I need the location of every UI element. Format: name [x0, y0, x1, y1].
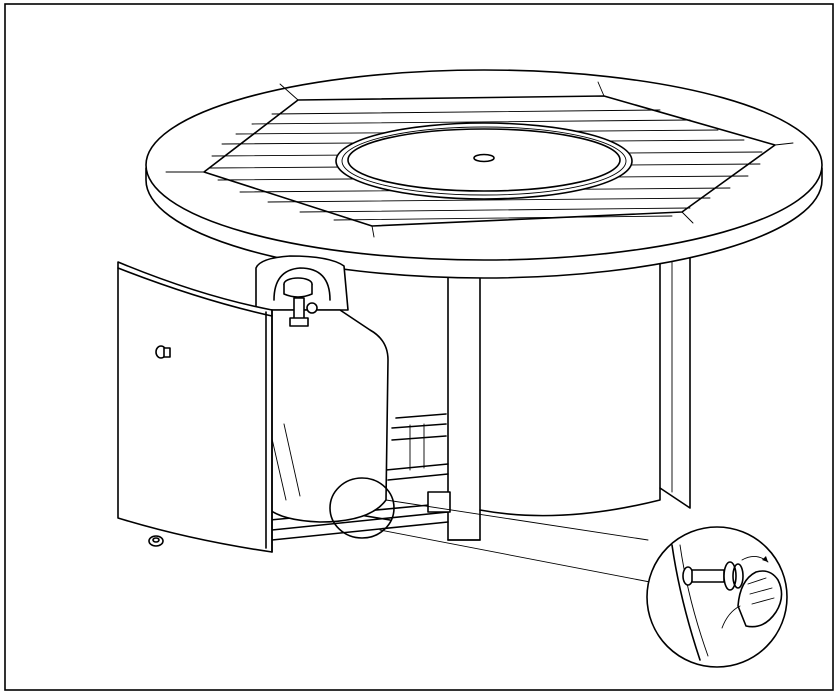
figure-frame — [4, 3, 834, 691]
door-hinge-wheel-icon — [148, 535, 164, 547]
rotation-arrow-head — [762, 556, 768, 562]
fire-pit-base — [447, 241, 691, 541]
detail-magnified-circle — [646, 526, 788, 668]
door-knob-icon[interactable] — [155, 345, 171, 359]
burner-lid-inner — [347, 128, 621, 192]
lid-center-hole — [473, 153, 495, 163]
detail-source-circle — [329, 477, 395, 539]
propane-tank — [255, 255, 389, 523]
tank-outlet-fitting — [306, 302, 318, 314]
detail-callout — [329, 477, 788, 668]
enclosure-door — [117, 261, 273, 553]
screw-icon — [682, 561, 744, 591]
hand-icon — [721, 570, 783, 629]
table-top — [145, 69, 823, 279]
